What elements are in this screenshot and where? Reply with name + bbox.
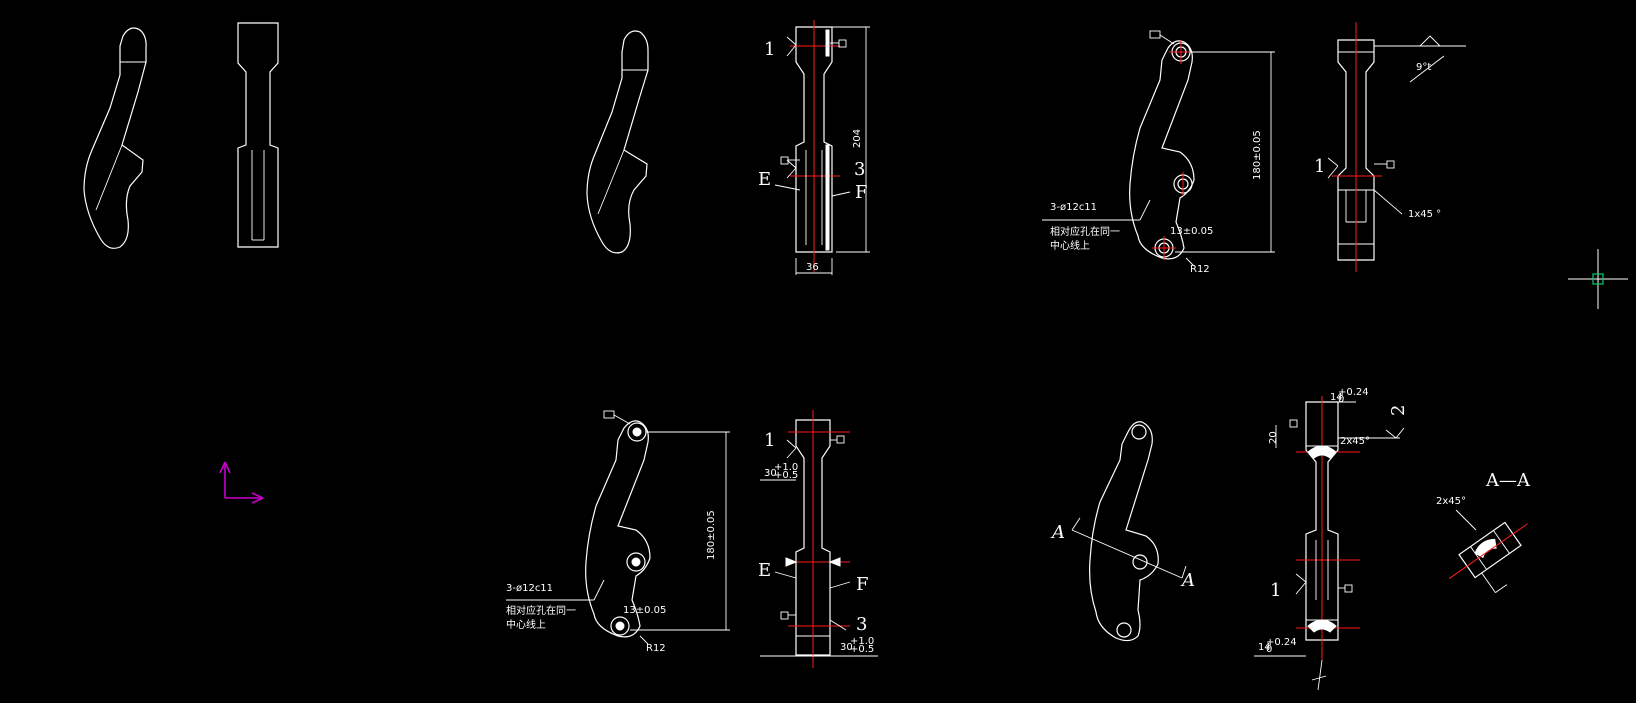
tol-top-main-view4: 30 — [764, 468, 777, 479]
dim-13-view4: 13±0.05 — [623, 605, 666, 616]
tol-top-sub-view5: 0 — [1338, 394, 1344, 405]
chamfer-view3: 1x45 ° — [1408, 209, 1441, 220]
view2-front-view: 204 36 1 3 E F — [758, 20, 870, 275]
radius-view4: R12 — [646, 643, 666, 654]
section-A-left-label: A — [1050, 522, 1065, 543]
view1-side-profile — [83, 27, 147, 249]
label-1-view4: 1 — [764, 430, 775, 451]
dim-20-view5: 20 — [1268, 431, 1279, 444]
tol-bot-sub-view5: 0 — [1266, 644, 1272, 655]
tol-bot-sup-view5: +0.24 — [1266, 637, 1297, 648]
hole-note-view4: 3-ø12c11 — [506, 583, 553, 594]
tol-top-sub-view4: +0.5 — [774, 470, 798, 481]
note-line1-view4: 相对应孔在同一 — [506, 604, 576, 617]
tol-bot-main-view5: 14 — [1258, 642, 1271, 653]
dim-180-view3: 180±0.05 — [1252, 130, 1263, 180]
dim-13-view3: 13±0.05 — [1170, 226, 1213, 237]
tol-top-sup-view4: +1.0 — [774, 462, 798, 473]
view4-front-view: 1 3 E F 30 +1.0 +0.5 30 +1.0 +0.5 — [758, 410, 878, 668]
label-F-view4: F — [856, 574, 869, 595]
tol-top-sup-view5: +0.24 — [1338, 387, 1369, 398]
angle-view3: 9°t — [1416, 62, 1431, 73]
dim-36-text: 36 — [806, 262, 819, 273]
view3-side-view: 180±0.05 3-ø12c11 相对应孔在同一 中心线上 13±0.05 R… — [1042, 30, 1275, 275]
view2-side-profile — [586, 30, 649, 254]
note-line2-view4: 中心线上 — [506, 618, 546, 631]
dim-204-text: 204 — [852, 129, 863, 148]
ucs-axis-icon — [219, 461, 264, 504]
note-line1-view3: 相对应孔在同一 — [1050, 225, 1120, 238]
view5-side-view: A A — [1050, 421, 1195, 642]
view3-front-view: 1 1x45 ° 9°t — [1314, 22, 1466, 272]
view5-front-view: 1 2 20 2x45° 14 +0.24 0 14 +0.24 0 — [1254, 387, 1409, 691]
section-aa-title: A—A — [1485, 470, 1531, 491]
section-A-right-label: A — [1180, 570, 1195, 591]
label-1-view2: 1 — [764, 39, 775, 60]
view4-side-view: 180±0.05 3-ø12c11 相对应孔在同一 中心线上 13±0.05 R… — [506, 410, 730, 654]
dim-180-view4: 180±0.05 — [706, 510, 717, 560]
label-E-view2: E — [758, 169, 771, 190]
chamfer-view5: 2x45° — [1340, 436, 1370, 447]
label-2-view5: 2 — [1388, 405, 1409, 416]
label-3-view4: 3 — [856, 614, 867, 635]
note-line2-view3: 中心线上 — [1050, 239, 1090, 252]
section-aa-view: A—A 2x45° — [1436, 470, 1531, 593]
hole-note-view3: 3-ø12c11 — [1050, 202, 1097, 213]
radius-view3: R12 — [1190, 264, 1210, 275]
view1-front-profile — [237, 22, 279, 248]
tol-bot-sup-view4: +1.0 — [850, 636, 874, 647]
tol-bot-main-view4: 30 — [840, 642, 853, 653]
label-F-view2: F — [855, 182, 868, 203]
label-E-view4: E — [758, 560, 771, 581]
label-1-view5: 1 — [1270, 580, 1281, 601]
label-1-view3: 1 — [1314, 156, 1325, 177]
tol-top-main-view5: 14 — [1330, 392, 1343, 403]
label-3-view2: 3 — [854, 159, 865, 180]
crosshair-cursor-icon — [1568, 249, 1628, 309]
tol-bot-sub-view4: +0.5 — [850, 644, 874, 655]
chamfer-section: 2x45° — [1436, 496, 1466, 507]
